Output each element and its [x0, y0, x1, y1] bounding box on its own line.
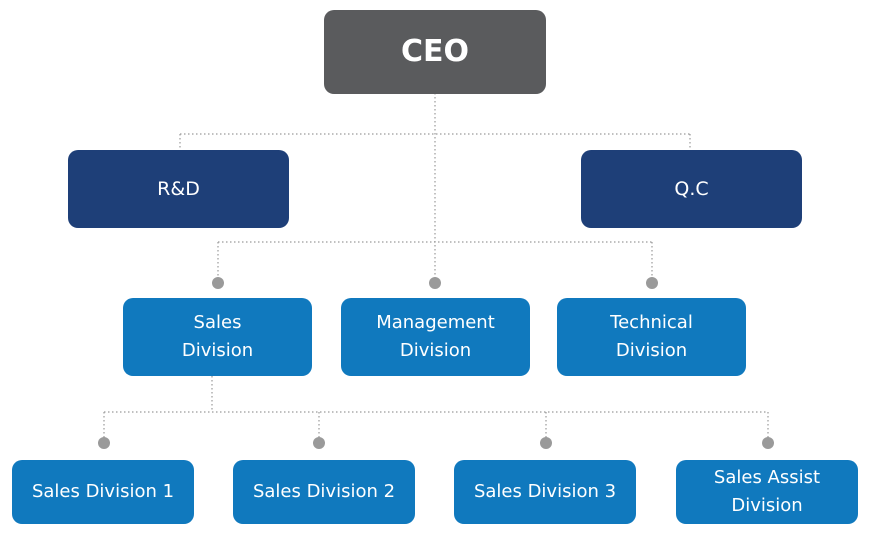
connector-dot-management-division [429, 277, 441, 289]
node-ceo: CEO [324, 10, 546, 94]
node-ceo-label: CEO [400, 34, 469, 69]
node-sales-division-3-label: Sales Division 3 [473, 481, 617, 502]
node-technical-division-label: Technical Division [610, 312, 693, 361]
node-sales-assist-division-label: Sales Assist Division [713, 467, 821, 516]
node-qc-label: Q.C [674, 178, 709, 200]
node-sales-division: Sales Division [123, 298, 312, 376]
connector-dot-sales-3 [540, 437, 552, 449]
node-sales-assist-division: Sales Assist Division [676, 460, 858, 524]
node-sales-division-1: Sales Division 1 [12, 460, 194, 524]
connector-dot-sales-assist [762, 437, 774, 449]
node-sales-division-2: Sales Division 2 [233, 460, 415, 524]
node-sales-division-2-label: Sales Division 2 [252, 481, 396, 502]
connector-dot-sales-2 [313, 437, 325, 449]
node-rnd-label: R&D [157, 178, 200, 200]
node-sales-division-3: Sales Division 3 [454, 460, 636, 524]
node-technical-division: Technical Division [557, 298, 746, 376]
node-sales-division-label: Sales Division [181, 312, 254, 361]
node-rnd: R&D [68, 150, 289, 228]
node-management-division-label: Management Division [376, 312, 495, 361]
node-management-division: Management Division [341, 298, 530, 376]
node-sales-division-1-label: Sales Division 1 [31, 481, 175, 502]
connector-dot-sales-1 [98, 437, 110, 449]
connector-dot-technical-division [646, 277, 658, 289]
connector-dot-sales-division [212, 277, 224, 289]
node-qc: Q.C [581, 150, 802, 228]
